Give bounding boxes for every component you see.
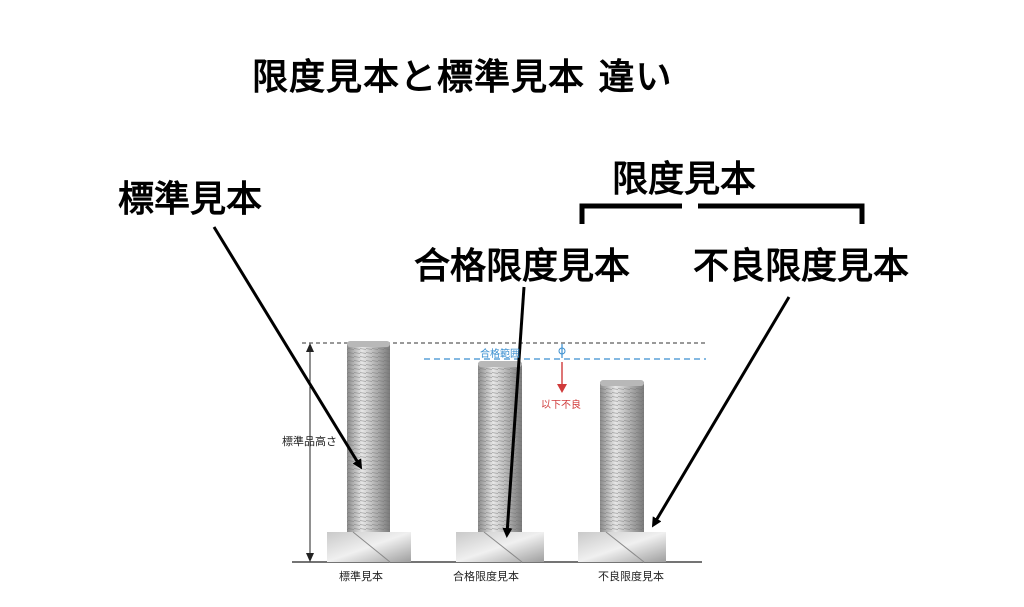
bolt-fail-limit xyxy=(578,380,666,563)
page-title: 限度見本と標準見本 違い xyxy=(252,57,673,98)
limit-sample-bracket xyxy=(579,203,865,224)
below-fail-label: 以下不良 xyxy=(541,400,581,411)
below-fail-arrow xyxy=(557,362,567,393)
caption-standard: 標準見本 xyxy=(339,570,383,583)
pass-range-marker xyxy=(558,344,566,358)
label-standard-sample: 標準見本 xyxy=(118,179,263,220)
caption-pass-limit: 合格限度見本 xyxy=(453,570,519,583)
standard-height-dimension xyxy=(306,343,314,562)
standard-height-label: 標準品高さ xyxy=(282,435,337,448)
arrow-standard-sample xyxy=(212,226,363,470)
label-pass-limit-sample: 合格限度見本 xyxy=(414,246,631,287)
pass-range-label: 合格範囲 xyxy=(480,349,520,360)
bolt-pass-limit xyxy=(456,361,544,563)
caption-fail-limit: 不良限度見本 xyxy=(598,570,664,583)
arrow-pass-limit-sample xyxy=(502,286,526,538)
label-limit-sample: 限度見本 xyxy=(612,159,757,200)
arrow-fail-limit-sample xyxy=(651,296,791,528)
bolt-standard xyxy=(327,341,411,563)
label-fail-limit-sample: 不良限度見本 xyxy=(693,246,910,287)
